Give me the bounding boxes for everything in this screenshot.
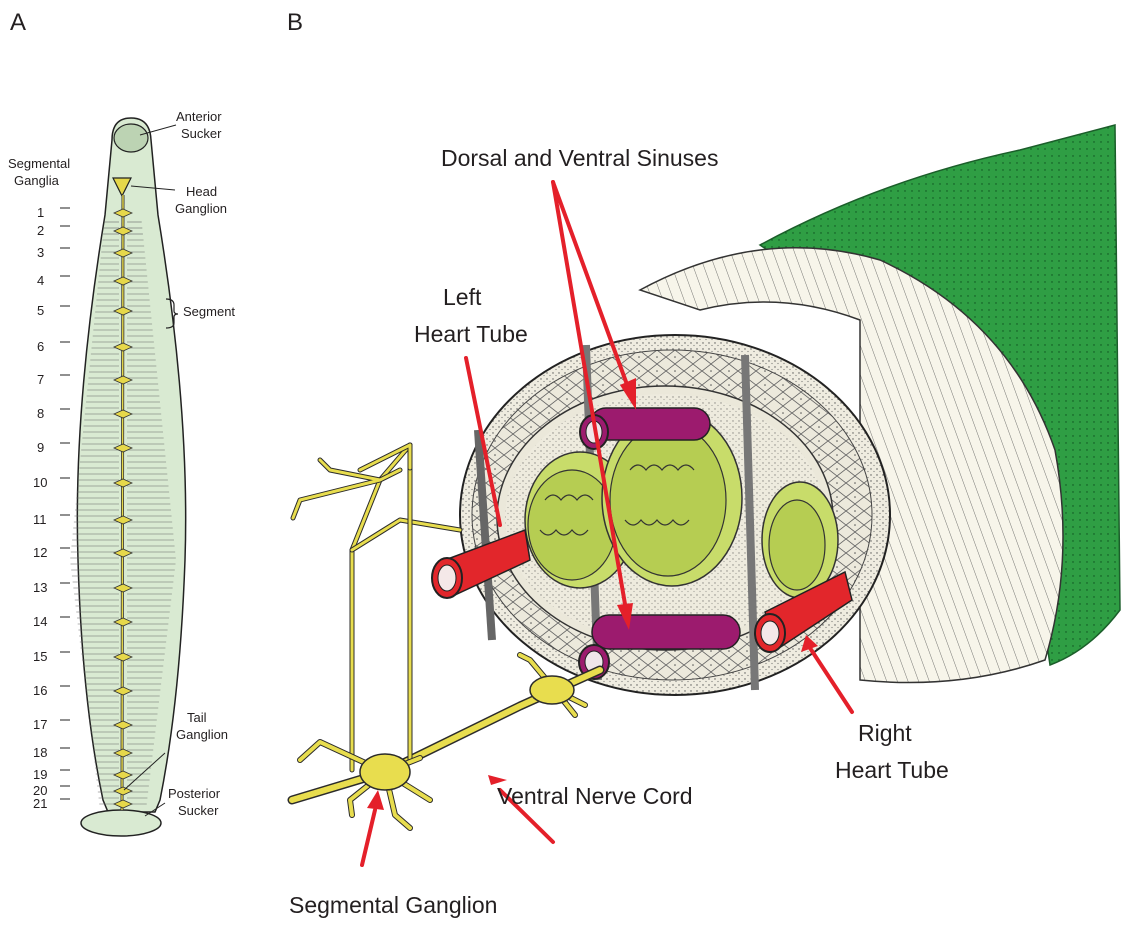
tail-ganglion-label-line1: Tail xyxy=(187,710,207,725)
segment-number: 21 xyxy=(33,796,47,811)
segment-label: Segment xyxy=(183,304,235,319)
segment-number: 6 xyxy=(37,339,44,354)
segment-number: 1 xyxy=(37,205,44,220)
segment-number: 4 xyxy=(37,273,44,288)
anterior-sucker-label-line2: Sucker xyxy=(181,126,222,141)
segment-number: 12 xyxy=(33,545,47,560)
posterior-sucker-label-line1: Posterior xyxy=(168,786,221,801)
posterior-sucker-label-line2: Sucker xyxy=(178,803,219,818)
segmental-ganglion-label: Segmental Ganglion xyxy=(289,892,497,918)
ventral-nerve-cord-label: Ventral Nerve Cord xyxy=(497,783,693,809)
panel-label-a: A xyxy=(10,9,26,36)
segment-number: 19 xyxy=(33,767,47,782)
segment-number: 9 xyxy=(37,440,44,455)
head-ganglion-label-line1: Head xyxy=(186,184,217,199)
segmental-ganglia-label-line2: Ganglia xyxy=(14,173,60,188)
segmental-ganglion-body-2 xyxy=(530,676,574,704)
panel-label-b: B xyxy=(287,9,303,36)
head-ganglion-label-line2: Ganglion xyxy=(175,201,227,216)
segment-number: 2 xyxy=(37,223,44,238)
sinuses-label: Dorsal and Ventral Sinuses xyxy=(441,145,718,171)
segment-number: 3 xyxy=(37,245,44,260)
segment-number: 18 xyxy=(33,745,47,760)
segment-number: 15 xyxy=(33,649,47,664)
segment-number: 7 xyxy=(37,372,44,387)
segment-number: 10 xyxy=(33,475,47,490)
tail-ganglion-label-line2: Ganglion xyxy=(176,727,228,742)
segment-number: 16 xyxy=(33,683,47,698)
segment-number: 5 xyxy=(37,303,44,318)
segment-number: 8 xyxy=(37,406,44,421)
segment-number: 11 xyxy=(33,512,47,527)
anterior-sucker-shape xyxy=(114,124,148,152)
left-heart-tube-label-line2: Heart Tube xyxy=(414,321,528,347)
segment-number: 13 xyxy=(33,580,47,595)
segmental-ganglia-label-line1: Segmental xyxy=(8,156,70,171)
right-heart-tube-label-line2: Heart Tube xyxy=(835,757,949,783)
left-heart-tube-label-line1: Left xyxy=(443,284,482,310)
cross-section-diagram: Dorsal and Ventral Sinuses Left Heart Tu… xyxy=(289,125,1120,918)
right-heart-tube-label-line1: Right xyxy=(858,720,912,746)
segmental-ganglion-body xyxy=(360,754,410,790)
segment-number: 14 xyxy=(33,614,47,629)
anterior-sucker-label-line1: Anterior xyxy=(176,109,222,124)
segment-number: 17 xyxy=(33,717,47,732)
